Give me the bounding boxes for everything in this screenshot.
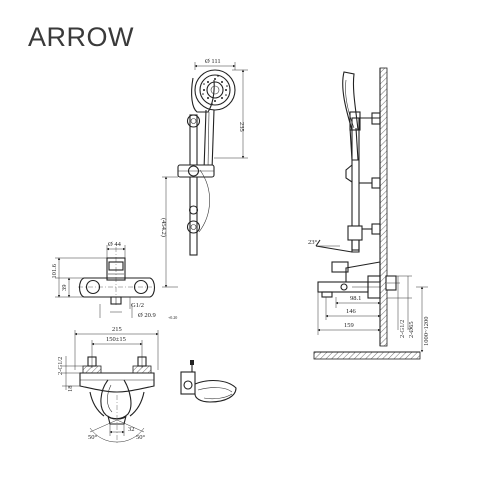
shower-head <box>191 69 236 171</box>
brand-logo: ARROW <box>28 22 134 52</box>
shower-set-front-view: Ø 111 235 (454.2) <box>160 58 248 288</box>
dim-overall-width-label: 215 <box>112 326 122 333</box>
side-view: 23° 98.1 146 159 2-G1/2 2-Ø65 1000~1200 <box>308 67 430 360</box>
dim-angle-right-label: 50° <box>136 434 146 441</box>
dim-head-length: 235 <box>214 69 248 159</box>
dim-rail-length-label: (454.2) <box>160 218 167 237</box>
dim-outlet-tolerance-label: +0.20 <box>168 315 177 320</box>
dim-head-diameter: Ø 111 <box>194 58 236 70</box>
bracket-detail <box>180 360 237 403</box>
dim-side-159-label: 159 <box>344 322 354 329</box>
mixer-front-view: Ø 44 101.6 39 G1/2 Ø 20.9 +0.20 <box>51 241 177 320</box>
dim-side-146-label: 146 <box>346 308 357 315</box>
dim-left-thread-label: 2-G1/2 <box>57 357 64 375</box>
dim-side-thread-label: 2-G1/2 <box>399 320 406 338</box>
dim-side-thread-diam-label: 2-Ø65 <box>408 321 415 338</box>
dim-angle-left-label: 50° <box>88 434 98 441</box>
dim-head-diameter-label: Ø 111 <box>205 58 221 65</box>
dim-height-101-label: 101.6 <box>51 263 58 278</box>
dim-center-distance-label: 150±15 <box>106 336 126 343</box>
dim-outlet-32-label: 32 <box>128 426 135 433</box>
slide-rail <box>177 114 215 256</box>
dim-side-angle-label: 23° <box>308 239 318 246</box>
dim-body-diameter-label: Ø 44 <box>108 241 122 248</box>
dim-rail-length: (454.2) <box>160 176 178 288</box>
dim-side-height-label: 1000~1200 <box>423 316 430 346</box>
mixer-top-view: 215 150±15 2-G1/2 18 50° 50° <box>57 326 159 445</box>
dim-outlet-diameter-label: Ø 20.9 <box>138 312 156 319</box>
dim-inlet-thread-label: G1/2 <box>131 302 144 309</box>
dim-left-18-label: 18 <box>67 386 74 393</box>
dim-height-39-label: 39 <box>61 285 68 292</box>
dim-head-length-label: 235 <box>238 122 245 132</box>
dim-side-98-label: 98.1 <box>350 295 361 302</box>
